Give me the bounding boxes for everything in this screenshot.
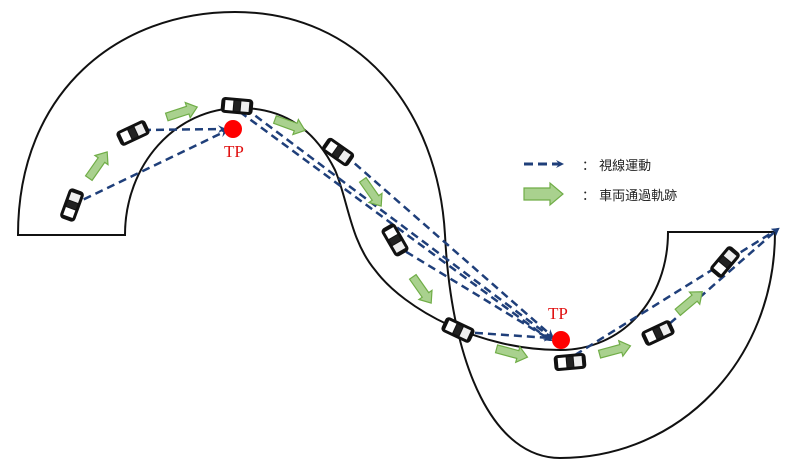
legend-gaze-label: ： 視線運動 xyxy=(582,159,652,174)
tp-point-2 xyxy=(552,331,570,349)
car-icon xyxy=(115,118,151,148)
car-icon xyxy=(440,315,476,345)
trajectory-arrow-icon xyxy=(355,174,389,212)
green-arrow-icon xyxy=(523,181,564,207)
car-icon xyxy=(320,136,356,168)
gaze-line xyxy=(344,154,554,338)
car-icon xyxy=(220,96,254,116)
trajectory-arrow-icon xyxy=(271,111,309,139)
trajectory-arrow-icon xyxy=(163,98,201,126)
gaze-line xyxy=(394,243,553,342)
gaze-line xyxy=(142,125,226,134)
legend-icons xyxy=(523,160,564,207)
gaze-line xyxy=(574,227,780,357)
car-icon xyxy=(708,244,742,280)
gaze-line xyxy=(71,129,228,207)
tp-point-1 xyxy=(224,120,242,138)
trajectory-arrow-icon xyxy=(81,146,115,184)
tp-label-2: TP xyxy=(548,304,568,323)
trajectory-arrow-icon xyxy=(405,271,439,309)
gaze-line xyxy=(461,330,552,342)
cars xyxy=(59,96,742,372)
legend-trajectory-label: ： 車両通過軌跡 xyxy=(582,189,678,204)
gaze-line xyxy=(244,106,554,340)
car-icon xyxy=(640,318,676,348)
tp-label-1: TP xyxy=(224,142,244,161)
car-icon xyxy=(59,187,85,223)
car-icon xyxy=(553,352,587,372)
road-outline xyxy=(16,10,777,460)
